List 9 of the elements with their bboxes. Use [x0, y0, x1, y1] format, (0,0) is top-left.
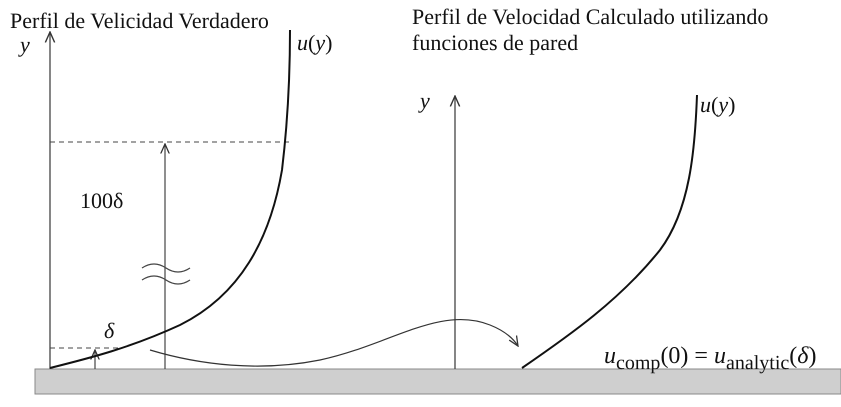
- axis-label: u(y): [700, 92, 736, 118]
- panel-title: Perfil de Velocidad Calculado utilizando funciones de pared: [412, 4, 770, 56]
- dimension-label: δ: [104, 318, 114, 344]
- axis-label: y: [420, 88, 430, 114]
- axis-label: u(y): [297, 30, 332, 56]
- equation-label: u$_{comp}$(0) = u$_{analytic}$(δ): [604, 343, 816, 376]
- panel-title: Perfil de Velicidad Verdadero: [10, 8, 269, 34]
- dimension-label: 100δ: [80, 188, 124, 214]
- axis-label: y: [20, 32, 30, 58]
